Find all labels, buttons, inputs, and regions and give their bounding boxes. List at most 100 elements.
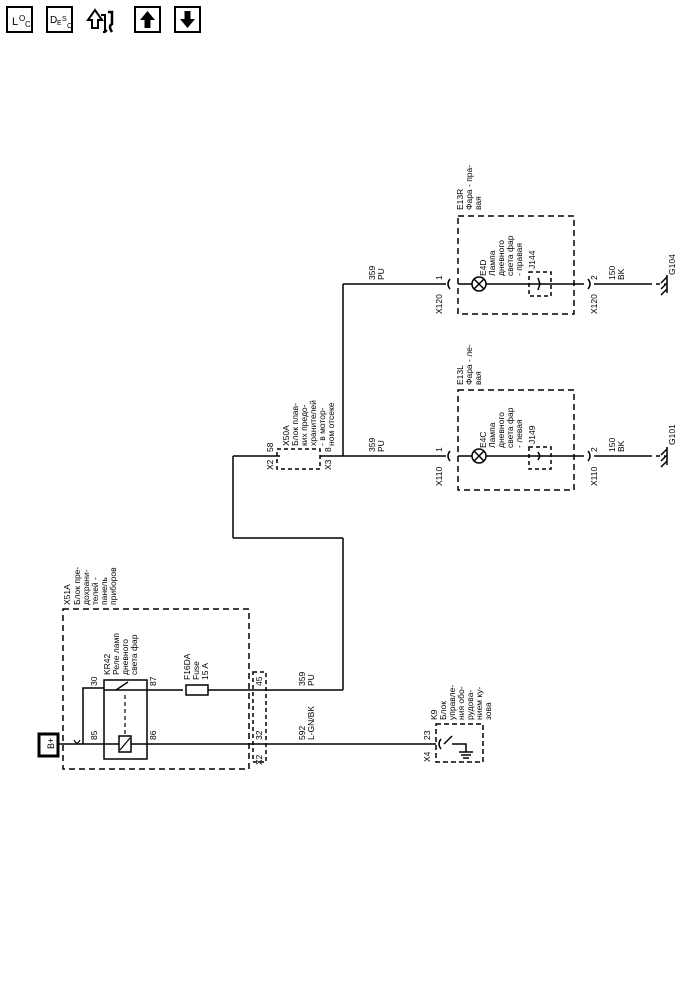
e4c-lamp-line3: света фар xyxy=(505,407,515,448)
x50a-x3-label: X3 xyxy=(323,459,333,470)
x51a-name-line5: приборов xyxy=(108,567,118,605)
wire-359-mid-num: 359 xyxy=(367,438,377,452)
e4d-lamp-line4: - правая xyxy=(514,243,524,276)
k9-name-line6: зова xyxy=(483,702,493,720)
j149-label: J149 xyxy=(527,425,537,444)
wire-359-low-color: PU xyxy=(306,674,316,686)
kr42-pin87: 87 xyxy=(148,676,158,686)
j144-label: J144 xyxy=(527,250,537,269)
x51a-name-line4: панель xyxy=(99,577,109,605)
e4c-id: E4C xyxy=(478,431,488,448)
b-plus-label: B+ xyxy=(46,738,56,749)
arrow-up-icon xyxy=(140,11,155,28)
circuit-navigation-icon[interactable] xyxy=(86,6,120,35)
ground-symbol-g104 xyxy=(660,275,668,296)
wire-359-mid-color: PU xyxy=(376,440,386,452)
wire-150-top-num: 150 xyxy=(607,266,617,280)
ground-g101-label: G101 xyxy=(667,424,677,445)
e13l-x110b: X110 xyxy=(589,467,599,486)
kr42-name-line1: Реле ламп xyxy=(111,633,121,675)
e4d-lamp-line3: света фар xyxy=(505,235,515,276)
page-down-button[interactable] xyxy=(174,6,201,33)
e13l-name-line1: Фара - ле- xyxy=(464,344,474,385)
e13r-pin1: 1 xyxy=(434,275,444,280)
loc-sub-letter: O xyxy=(19,14,25,23)
x50a-fuse-block-box xyxy=(276,448,321,470)
f16da-id: F16DA xyxy=(182,653,192,680)
desc-main-letter: D xyxy=(50,15,57,26)
wire-359-low-num: 359 xyxy=(297,672,307,686)
x51a-name-line3: телей - xyxy=(90,577,100,605)
wire-359-top-color: PU xyxy=(376,268,386,280)
wire-150-mid-color: BK xyxy=(616,440,626,452)
ground-symbol-g101 xyxy=(660,447,668,468)
x51a-x2-label: X2 xyxy=(254,754,264,765)
x50a-pin8: 8 xyxy=(323,447,333,452)
kr42-name-line2: дневного xyxy=(120,639,130,675)
e13l-id: E13L xyxy=(455,365,465,385)
j144-splice-box xyxy=(528,271,552,297)
k9-name-line2: управле- xyxy=(447,685,457,720)
x50a-name-line3: хранителей xyxy=(308,400,318,446)
arrow-down-icon xyxy=(180,11,195,28)
x51a-x2-connector-box xyxy=(252,671,267,763)
e13r-x120a: X120 xyxy=(434,294,444,314)
k9-name-line5: нием ку- xyxy=(474,687,484,720)
loc-main-letter: L xyxy=(12,16,18,28)
k9-ground-switch-icon xyxy=(443,735,473,759)
x51a-fuse-block-box xyxy=(62,608,250,770)
x50a-x2-label: X2 xyxy=(265,459,275,470)
f16da-type: Fuse xyxy=(191,661,201,680)
e13l-pin2: 2 xyxy=(589,447,599,452)
e4d-lamp-line2: дневного xyxy=(496,240,506,276)
x51a-pin45: 45 xyxy=(254,676,264,686)
k9-x4-label: X4 xyxy=(422,751,432,762)
fuse-f16da-icon xyxy=(185,684,209,696)
k9-pin23: 23 xyxy=(422,730,432,740)
x50a-name-line2: ких предо- xyxy=(299,404,309,446)
e4d-lamp-line1: Лампа xyxy=(487,250,497,276)
kr42-pin30: 30 xyxy=(89,676,99,686)
e4c-lamp-line4: - левая xyxy=(514,419,524,448)
description-button[interactable]: D E S C xyxy=(46,6,73,33)
wire-150-mid-num: 150 xyxy=(607,438,617,452)
x51a-pin32: 32 xyxy=(254,730,264,740)
e13r-pin2: 2 xyxy=(589,275,599,280)
kr42-pin86: 86 xyxy=(148,730,158,740)
wire-359-top-num: 359 xyxy=(367,266,377,280)
kr42-id: KR42 xyxy=(102,653,112,675)
x51a-name-line1: Блок пре- xyxy=(72,567,82,605)
e13l-left-headlamp-box xyxy=(457,389,575,491)
k9-name-line1: Блок xyxy=(438,701,448,720)
x50a-pin58: 58 xyxy=(265,442,275,452)
wire-592-color: L-GN/BK xyxy=(306,706,316,740)
location-button[interactable]: L O C xyxy=(6,6,33,33)
x50a-name-line4: - в мотор- xyxy=(317,407,327,446)
k9-name-line3: ния обо- xyxy=(456,686,466,720)
k9-id: K9 xyxy=(429,709,439,720)
e13l-name-line2: вая xyxy=(473,371,483,385)
ground-g104-label: G104 xyxy=(667,254,677,275)
x50a-id: X50A xyxy=(281,425,291,446)
loc-sub2-letter: C xyxy=(25,20,31,29)
k9-body-control-module-box xyxy=(435,723,484,763)
battery-positive-box xyxy=(37,732,60,758)
relay-contact-switch xyxy=(115,681,129,691)
page-up-button[interactable] xyxy=(134,6,161,33)
e13r-id: E13R xyxy=(455,189,465,210)
k9-name-line4: рудова- xyxy=(465,690,475,720)
e13l-x110a: X110 xyxy=(434,467,444,486)
e13r-name-line2: вая xyxy=(473,196,483,210)
desc-sub3-letter: C xyxy=(67,23,72,30)
e13l-pin1: 1 xyxy=(434,447,444,452)
f16da-rating: 15 A xyxy=(200,663,210,680)
kr42-pin85: 85 xyxy=(89,730,99,740)
e4c-lamp-line2: дневного xyxy=(496,412,506,448)
wire-592-num: 592 xyxy=(297,726,307,740)
kr42-name-line3: света фар xyxy=(129,634,139,675)
e13r-right-headlamp-box xyxy=(457,215,575,315)
x50a-name-line5: ном отсеке xyxy=(326,402,336,446)
j149-splice-box xyxy=(528,446,552,470)
wire-150-top-color: BK xyxy=(616,268,626,280)
